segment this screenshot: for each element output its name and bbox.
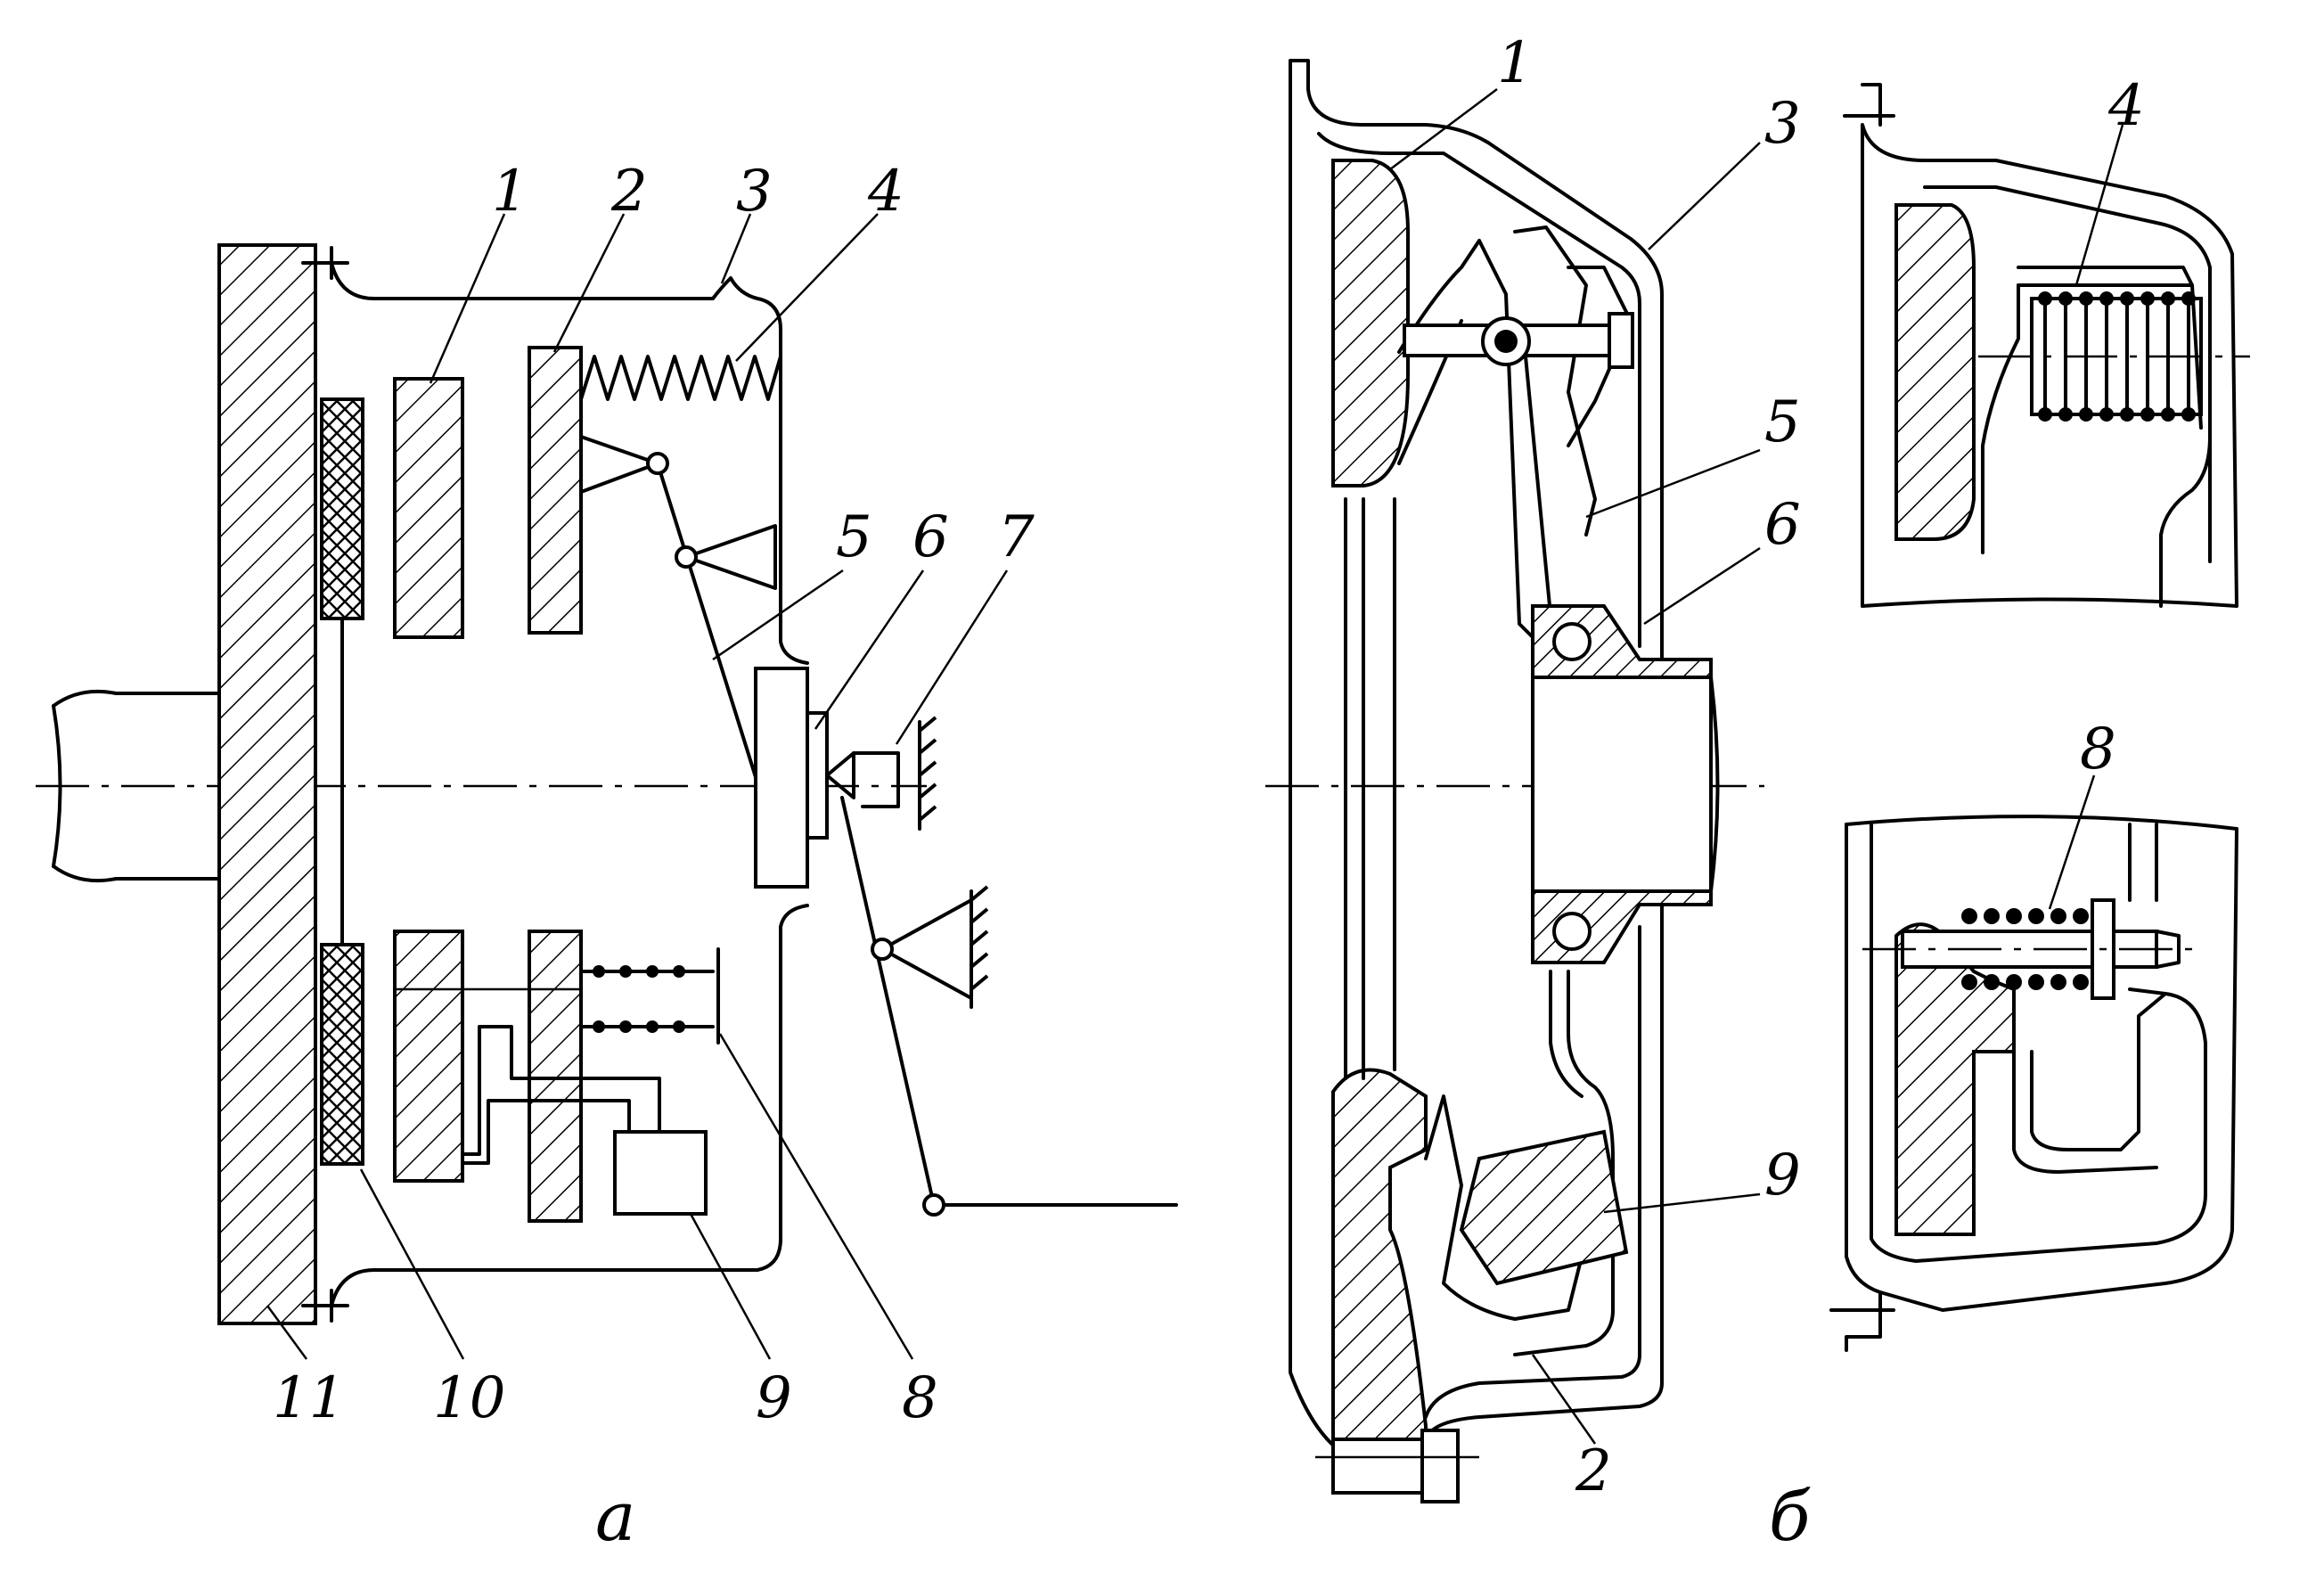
cover-inner-top: [1317, 132, 1641, 648]
centrifugal-weight-9: [1459, 1129, 1629, 1286]
detail-bottom-cover: [1845, 823, 2238, 1312]
label-a-1: 1: [492, 159, 528, 225]
label-b-3: 3: [1764, 91, 1801, 157]
pressure-plate-2-top: [528, 346, 583, 635]
label-b-2: 2: [1575, 1438, 1612, 1504]
input-shaft-bottom: [52, 864, 221, 883]
label-a-7: 7: [998, 504, 1035, 570]
detail-top: 4: [1843, 73, 2250, 608]
driven-disc-1-bottom: [393, 930, 464, 1183]
detail-bottom-inner: [1870, 823, 2207, 1263]
input-shaft-top: [52, 689, 221, 708]
weight-arm-2: [1424, 1094, 1583, 1321]
driven-disc-1-top: [393, 377, 464, 639]
caption-a: а: [595, 1477, 635, 1556]
fork-inner: [1549, 970, 1583, 1098]
damper-spring-8: [593, 965, 685, 1033]
label-a-8: 8: [902, 1365, 938, 1431]
label-a-5: 5: [836, 504, 872, 570]
lever-pivot-support: [684, 524, 777, 590]
detail-top-pressure-plate: [1894, 203, 1976, 541]
cover-3-bottom: [330, 925, 782, 1307]
release-bearing-6: [754, 667, 809, 889]
detail-top-inner: [1923, 185, 2212, 563]
detail-bottom-flange: [1845, 1290, 1882, 1352]
cover-3-top: [330, 261, 782, 643]
fork-ground-hatching: [970, 885, 989, 991]
pedal-joint: [922, 1193, 945, 1217]
label-a-2: 2: [610, 159, 648, 225]
leader-lines-b: [1389, 88, 1761, 1445]
label-a-4: 4: [867, 159, 904, 225]
detail-bottom-leader: [2048, 774, 2096, 910]
label-b-6: 6: [1764, 492, 1801, 558]
sleeve-break: [1709, 676, 1720, 893]
cover-bolt-nut: [1420, 1429, 1460, 1503]
cover-bolt-head: [1331, 1438, 1424, 1495]
lever-pin-top: [646, 452, 669, 475]
lever-pivot-pin: [1494, 330, 1518, 353]
caption-b: б: [1769, 1477, 1811, 1556]
detail-bottom-break: [1845, 815, 2238, 831]
detail-bottom-pressure-plate: [1894, 922, 2016, 1236]
release-fork-bottom: [1513, 970, 1615, 1356]
cover-lip-bottom: [779, 904, 809, 929]
bearing-ball-bottom: [1552, 912, 1592, 951]
detail-bottom-spring-8: [1961, 908, 2089, 990]
detail-top-spring-seat: [1981, 283, 2020, 554]
detail-bottom-bolt-8: [1901, 930, 2158, 969]
lever-pivot: [675, 545, 698, 569]
lever-nut-3: [1608, 312, 1634, 369]
detail-top-leader: [2074, 124, 2124, 286]
pressure-plate-2-bottom: [528, 930, 583, 1223]
release-linkage-9: [461, 1025, 661, 1156]
label-b-9: 9: [1764, 1143, 1801, 1208]
detail-top-spring-cup-outer: [2017, 266, 2194, 287]
label-a-11: 11: [273, 1365, 345, 1431]
weight-block-9: [613, 1130, 708, 1216]
bearing-ball-top: [1552, 622, 1592, 661]
release-lever-5-outer: [1477, 239, 1539, 643]
label-detail-8: 8: [2080, 717, 2116, 782]
fork-pivot: [871, 938, 894, 961]
figure-b: 1 3 5 6 9 2 б: [1265, 30, 1811, 1556]
release-bearing-race: [806, 711, 829, 840]
detail-top-flange: [1861, 83, 1882, 127]
detail-top-strut: [2159, 435, 2212, 608]
detail-top-break: [1861, 597, 2238, 608]
pressure-plate-1-top: [1331, 159, 1410, 487]
flywheel-11: [217, 243, 317, 1325]
leader-lines-a: [266, 213, 1009, 1360]
release-sleeve: [1531, 676, 1713, 893]
label-a-3: 3: [736, 159, 773, 225]
cover-lip-top: [779, 640, 809, 665]
friction-lining-10-top: [320, 397, 364, 620]
fork-pivot-support: [880, 898, 973, 1000]
label-a-6: 6: [912, 504, 949, 570]
release-lever-5: [656, 462, 757, 779]
pressure-spring-4: [579, 355, 782, 401]
release-fork-rod: [840, 796, 936, 1207]
detail-bottom-lever: [2030, 992, 2167, 1151]
release-fork-tip: [825, 751, 855, 799]
detail-top-cover: [1861, 123, 2238, 608]
pressure-plate-1-bottom: [1331, 1068, 1428, 1477]
label-a-9: 9: [756, 1365, 792, 1431]
detail-bottom-lever-outer: [2012, 1050, 2158, 1174]
fork-stop-7: [852, 751, 900, 808]
detail-bottom-bolt-tip: [2155, 930, 2181, 969]
friction-lining-10-bottom: [320, 943, 364, 1166]
label-detail-4: 4: [2107, 73, 2145, 139]
label-b-1: 1: [1497, 30, 1534, 96]
fixed-hatching-7: [918, 716, 937, 822]
detail-bottom: 8: [1829, 717, 2238, 1352]
figure-a: 1 2 3 4 5 6 7 8 9 10 11 а: [36, 159, 1178, 1556]
input-shaft-break: [52, 704, 62, 868]
label-a-10: 10: [433, 1365, 505, 1431]
release-linkage-9-inner: [461, 1099, 631, 1165]
label-b-5: 5: [1764, 389, 1801, 455]
release-lever-5-inner: [1495, 355, 1552, 617]
